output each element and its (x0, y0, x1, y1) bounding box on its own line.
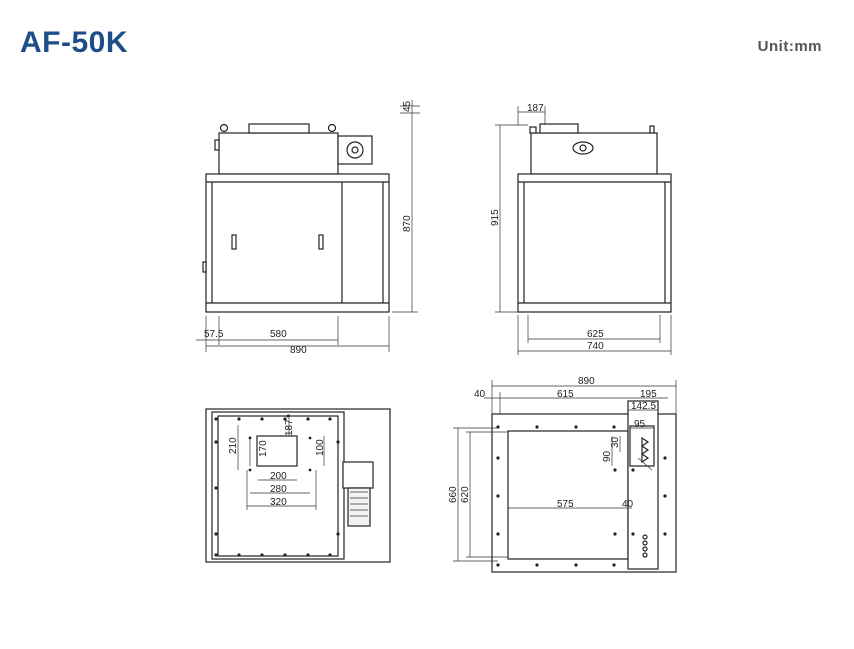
dim-plan-142-5: 142.5 (631, 401, 656, 412)
dim-front-45: 45 (402, 100, 413, 112)
front-side-fitting (214, 139, 220, 151)
dim-side-187: 187 (527, 103, 544, 114)
front-lift-ring-right (327, 123, 337, 133)
top-opening (256, 435, 298, 467)
dim-top-170: 170 (258, 440, 269, 457)
dim-plan-620: 620 (460, 486, 471, 503)
plan-indicator-lights (642, 534, 648, 558)
front-handle-right (318, 234, 324, 250)
dim-plan-195: 195 (640, 389, 657, 400)
dim-side-625: 625 (587, 329, 604, 340)
dim-front-870: 870 (402, 215, 413, 232)
front-motor (337, 135, 373, 165)
top-motor (342, 461, 374, 489)
dim-plan-30: 30 (610, 436, 621, 448)
dim-top-100: 100 (315, 439, 326, 456)
dim-front-57-5: 57.5 (204, 329, 224, 340)
plan-bolt-holes (496, 425, 667, 567)
top-motor-body (347, 487, 371, 527)
dim-top-320: 320 (270, 497, 287, 508)
dim-plan-95: 95 (634, 419, 646, 430)
dim-plan-660: 660 (448, 486, 459, 503)
dim-plan-575: 575 (557, 499, 574, 510)
dim-plan-890: 890 (578, 376, 595, 387)
dim-plan-90: 90 (602, 450, 613, 462)
dim-plan-40: 40 (474, 389, 486, 400)
dim-top-187: 187 (284, 419, 295, 436)
dim-plan-615: 615 (557, 389, 574, 400)
front-handle-left (231, 234, 237, 250)
front-top-box (218, 132, 339, 175)
dim-top-280: 280 (270, 484, 287, 495)
dim-top-200: 200 (270, 471, 287, 482)
plan-inner (507, 430, 629, 560)
dim-side-915: 915 (490, 209, 501, 226)
side-cabinet (517, 173, 672, 313)
top-bolt-holes (214, 417, 340, 557)
plan-connectors (637, 436, 653, 471)
dim-side-740: 740 (587, 341, 604, 352)
model-title: AF-50K (20, 26, 129, 59)
dim-plan-40b: 40 (622, 499, 634, 510)
front-top-plate (248, 123, 310, 134)
dim-front-580: 580 (270, 329, 287, 340)
front-lift-ring-left (219, 123, 229, 133)
side-port (572, 141, 594, 155)
unit-label: Unit:mm (757, 38, 822, 55)
dim-top-210: 210 (228, 437, 239, 454)
dim-front-890: 890 (290, 345, 307, 356)
